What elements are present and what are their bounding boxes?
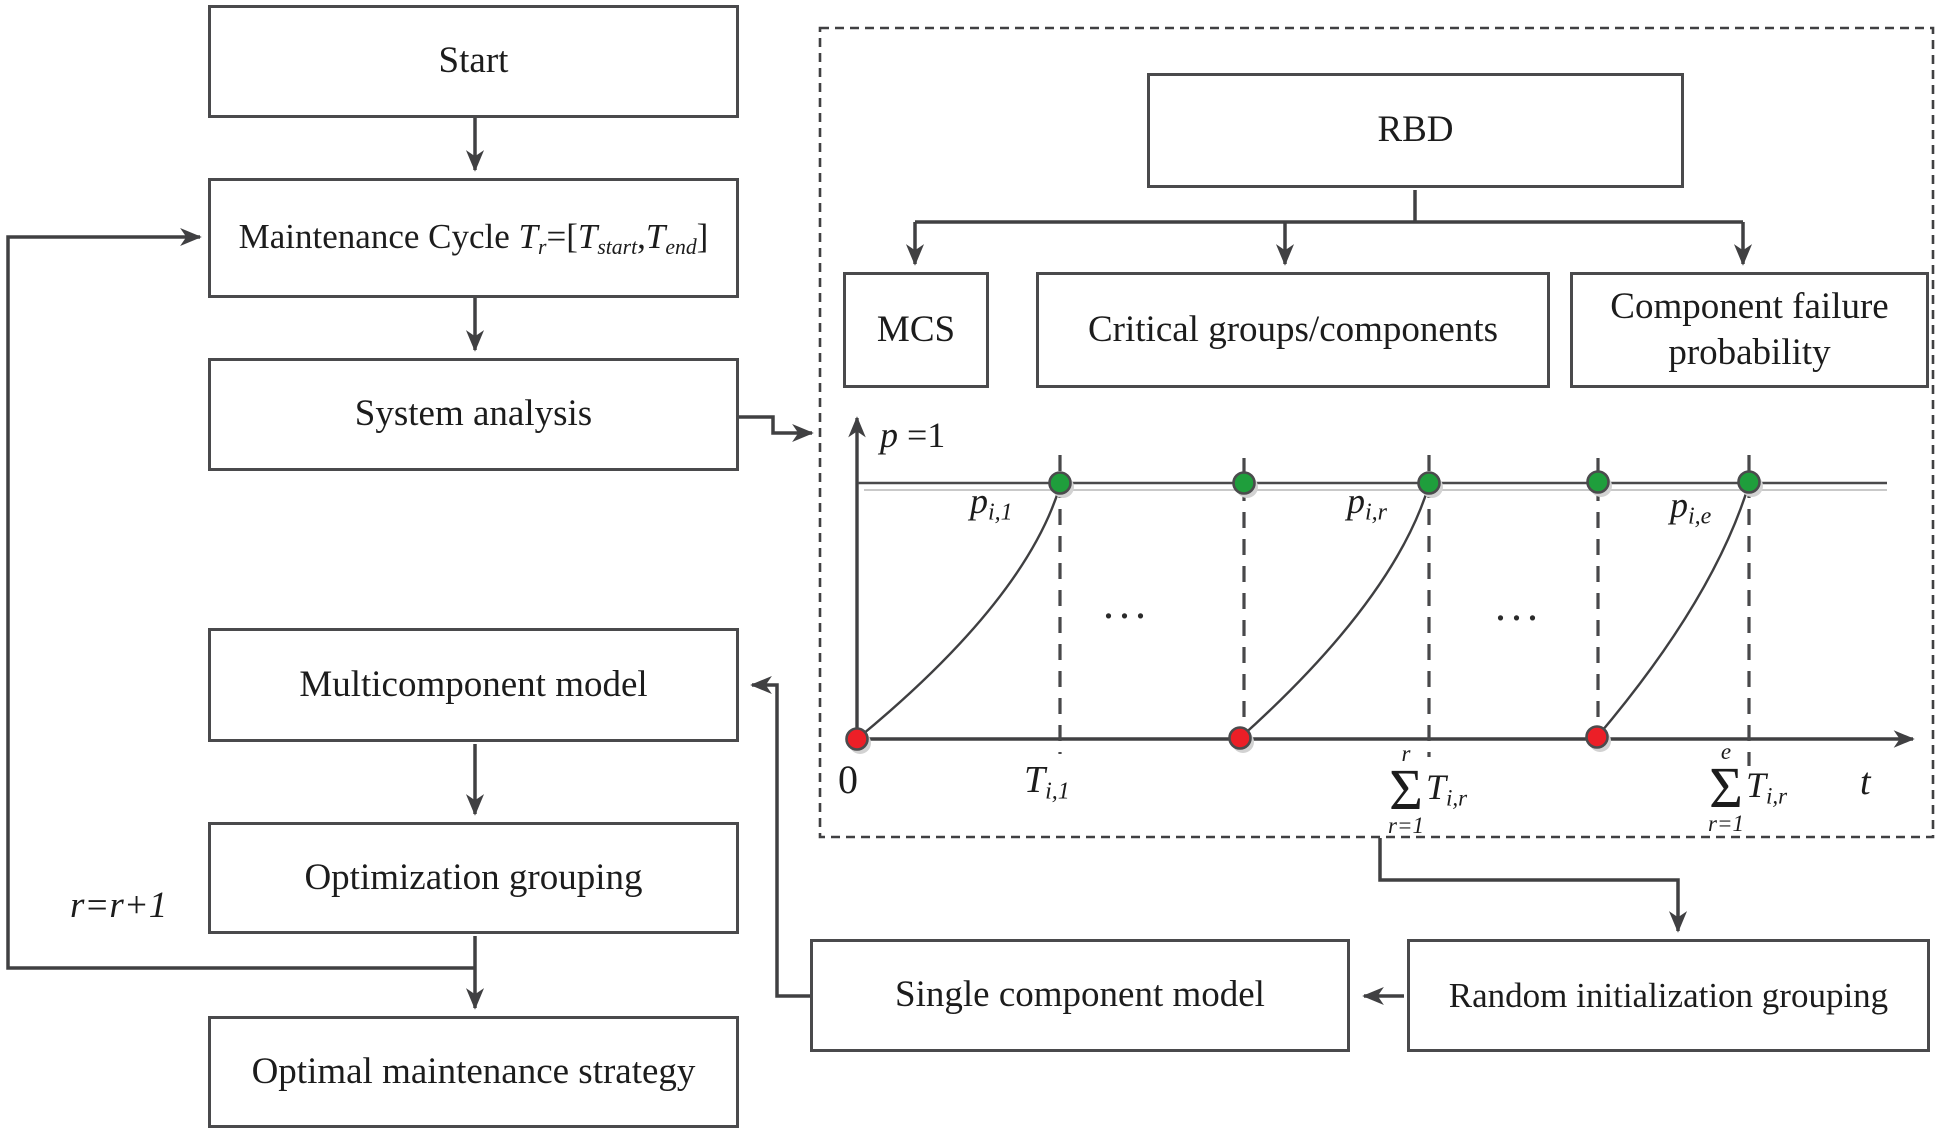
flow-arrows <box>6 118 1753 1010</box>
red-dot-1 <box>845 727 869 751</box>
sum-r-T: T <box>1425 767 1447 808</box>
box-random-initialization-grouping: Random initialization grouping <box>1407 939 1930 1052</box>
t-i1-base: T <box>1024 759 1046 801</box>
maintenance-T1: T <box>518 216 539 256</box>
box-maintenance-cycle: Maintenance Cycle Tr=[Tstart,Tend] <box>208 178 739 298</box>
sum-r-lower-limit: r=1 <box>1388 813 1424 839</box>
p-ir-sub: i,r <box>1365 499 1388 526</box>
box-optimal-maintenance-strategy-label: Optimal maintenance strategy <box>251 1050 696 1092</box>
sum-e-T: T <box>1745 765 1767 806</box>
box-mcs-label: MCS <box>876 308 956 350</box>
p-i1-sub: i,1 <box>988 499 1013 526</box>
sum-e-upper-limit: e <box>1720 739 1732 764</box>
maintenance-sub-r: r <box>538 235 547 260</box>
dashed-panel-border <box>818 26 1935 839</box>
box-optimal-maintenance-strategy: Optimal maintenance strategy <box>208 1016 739 1128</box>
plot-dashed-verticals <box>1058 455 1751 766</box>
sum-e-label: e Σ r=1 Ti,r <box>1708 740 1787 835</box>
sum-e-lower-limit: r=1 <box>1708 811 1744 837</box>
p-ir-base: p <box>1347 481 1365 521</box>
box-mcs: MCS <box>843 272 989 388</box>
box-system-analysis-label: System analysis <box>354 393 593 435</box>
origin-label: 0 <box>838 757 858 802</box>
p-i1-label: pi,1 <box>970 480 1013 527</box>
p-ie-sub: i,e <box>1688 503 1712 530</box>
p-i1-base: p <box>970 481 988 521</box>
maintenance-comma: , <box>637 216 646 256</box>
box-start: Start <box>208 5 739 118</box>
equals-1: =1 <box>898 415 946 455</box>
failure-curve-3 <box>1596 483 1751 738</box>
green-dot-2 <box>1232 471 1256 495</box>
cfp-label-line1: Component failure <box>1610 285 1889 327</box>
t-axis-label: t <box>1860 761 1871 803</box>
maintenance-T2: T <box>577 216 598 256</box>
plot-axes <box>848 416 1915 748</box>
green-dot-3 <box>1417 471 1441 495</box>
box-start-label: Start <box>438 40 509 82</box>
arrow-panel-to-random <box>1378 838 1688 933</box>
p-equals-1-label: p =1 <box>880 414 945 456</box>
maintenance-bracket: ] <box>696 216 709 256</box>
sum-r-sigma-column: r Σ r=1 <box>1388 742 1424 837</box>
sum-r-label: r Σ r=1 Ti,r <box>1388 742 1467 837</box>
green-dot-1 <box>1048 471 1072 495</box>
arrow-single-to-multicomponent <box>750 675 810 998</box>
box-component-failure-probability: Component failure probability <box>1570 272 1929 388</box>
box-random-initialization-grouping-label: Random initialization grouping <box>1448 975 1889 1015</box>
box-critical-groups: Critical groups/components <box>1036 272 1550 388</box>
box-rbd-label: RBD <box>1377 109 1454 151</box>
green-dot-4 <box>1586 470 1610 494</box>
box-optimization-grouping-label: Optimization grouping <box>304 856 643 898</box>
box-multicomponent-model: Multicomponent model <box>208 628 739 742</box>
t-i1-sub: i,1 <box>1045 778 1070 805</box>
sum-r-T-sub: i,r <box>1446 785 1468 811</box>
box-single-component-model-label: Single component model <box>895 974 1265 1016</box>
sum-r-term: Ti,r <box>1426 769 1467 809</box>
maintenance-T3: T <box>645 216 666 256</box>
arrow-system-to-panel <box>739 415 814 443</box>
ellipsis-2: ... <box>1495 581 1543 630</box>
box-single-component-model: Single component model <box>810 939 1350 1052</box>
sum-e-sigma: Σ <box>1709 755 1743 820</box>
sum-e-T-sub: i,r <box>1766 783 1788 809</box>
sum-e-term: Ti,r <box>1746 767 1787 807</box>
feedback-loop-line <box>6 227 475 970</box>
sum-r-upper-limit: r <box>1401 741 1411 766</box>
green-dot-5 <box>1737 470 1761 494</box>
box-critical-groups-label: Critical groups/components <box>1087 308 1499 350</box>
failure-curve-1 <box>856 485 1062 740</box>
p-ie-base: p <box>1670 485 1688 525</box>
p-symbol: p <box>880 415 898 455</box>
plot-dots <box>845 470 1763 754</box>
failure-curves <box>856 483 1751 740</box>
failure-curve-2 <box>1239 484 1431 739</box>
maintenance-sub-start: start <box>597 235 638 260</box>
t-i1-label: Ti,1 <box>1024 758 1070 806</box>
maintenance-sub-end: end <box>665 235 697 260</box>
maintenance-prefix: Maintenance Cycle <box>238 216 519 256</box>
cfp-label-line2: probability <box>1668 332 1831 373</box>
box-system-analysis: System analysis <box>208 358 739 471</box>
ellipsis-1: ... <box>1103 579 1151 628</box>
box-rbd: RBD <box>1147 73 1684 188</box>
red-dot-3 <box>1585 725 1609 749</box>
box-multicomponent-model-label: Multicomponent model <box>299 663 648 705</box>
red-dot-2 <box>1228 726 1252 750</box>
maintenance-eq: =[ <box>546 216 578 256</box>
box-maintenance-cycle-label: Maintenance Cycle Tr=[Tstart,Tend] <box>239 216 709 260</box>
p-ir-label: pi,r <box>1347 480 1387 527</box>
loop-counter-label: r=r+1 <box>70 885 168 926</box>
p-ie-label: pi,e <box>1670 484 1711 531</box>
sum-e-sigma-column: e Σ r=1 <box>1708 740 1744 835</box>
box-optimization-grouping: Optimization grouping <box>208 822 739 934</box>
sum-r-sigma: Σ <box>1389 757 1423 822</box>
